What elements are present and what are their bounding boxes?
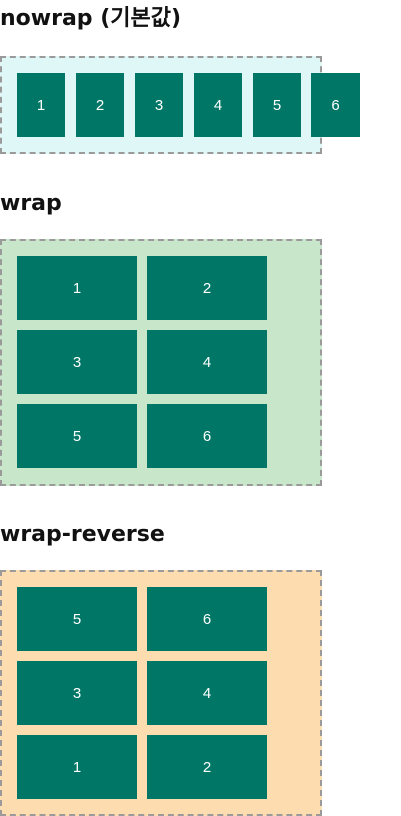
flex-item: 3 <box>17 661 137 725</box>
flex-item: 1 <box>17 73 65 137</box>
flex-item: 4 <box>194 73 242 137</box>
flex-item: 1 <box>17 735 137 799</box>
flex-item: 5 <box>17 404 137 468</box>
flex-item: 1 <box>17 256 137 320</box>
flex-item: 6 <box>147 404 267 468</box>
section-title-wrap-reverse: wrap-reverse <box>0 522 165 547</box>
flex-item: 4 <box>147 330 267 394</box>
flex-item-overflow: 6 <box>311 73 360 137</box>
flex-item: 6 <box>147 587 267 651</box>
flex-item: 2 <box>147 735 267 799</box>
section-title-nowrap: nowrap (기본값) <box>0 6 182 31</box>
flex-container-nowrap: 1 2 3 4 5 <box>0 56 322 154</box>
flex-container-wrap: 1 2 3 4 5 6 <box>0 239 322 486</box>
flex-container-wrap-reverse: 5 6 3 4 1 2 <box>0 570 322 816</box>
flex-item: 5 <box>17 587 137 651</box>
flex-item: 4 <box>147 661 267 725</box>
flex-item: 3 <box>17 330 137 394</box>
section-title-wrap: wrap <box>0 191 62 216</box>
flex-item: 3 <box>135 73 183 137</box>
flex-item: 5 <box>253 73 301 137</box>
flex-item: 2 <box>147 256 267 320</box>
flex-item: 2 <box>76 73 124 137</box>
